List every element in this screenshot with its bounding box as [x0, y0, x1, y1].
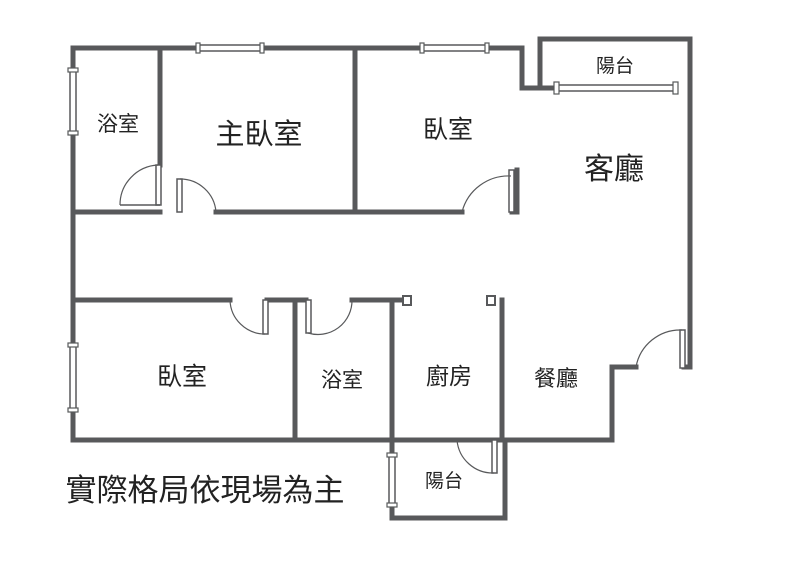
- window-balcony-bottom: [386, 452, 398, 458]
- kitchen-post-left: [402, 295, 412, 306]
- balcony-sliding-door: [553, 81, 560, 95]
- label-kitchen: 廚房: [426, 363, 472, 389]
- walls: [70, 36, 693, 521]
- room-labels: 浴室 主臥室 臥室 陽台 客廳 臥室 浴室 廚房 餐廳 陽台 實際格局依現場為主: [66, 55, 645, 508]
- windows: [67, 42, 679, 508]
- label-living-room: 客廳: [584, 153, 644, 186]
- label-bedroom-bottom: 臥室: [157, 363, 207, 391]
- label-master-bedroom: 主臥室: [215, 118, 302, 151]
- door-bath-bottom: [305, 299, 312, 334]
- door-bedroom-top: [508, 169, 515, 213]
- label-balcony-bottom: 陽台: [425, 470, 463, 492]
- window-bedroom: [419, 42, 425, 54]
- disclaimer-text: 實際格局依現場為主: [66, 473, 345, 508]
- label-bath-top: 浴室: [97, 113, 139, 136]
- window-bedroom-bottom: [67, 342, 79, 348]
- doors: [119, 164, 686, 474]
- kitchen-post-right: [486, 295, 496, 306]
- label-bedroom-top: 臥室: [423, 116, 473, 144]
- door-bath-top: [155, 164, 162, 206]
- door-bedroom-bottom: [262, 299, 269, 335]
- label-dining-room: 餐廳: [534, 366, 578, 391]
- window-master: [195, 42, 201, 54]
- door-master: [176, 178, 183, 213]
- label-bath-bottom: 浴室: [321, 369, 363, 392]
- door-balcony-bottom: [491, 439, 498, 474]
- window-bath: [67, 67, 79, 73]
- label-balcony-top: 陽台: [596, 55, 634, 77]
- door-entrance: [679, 329, 686, 369]
